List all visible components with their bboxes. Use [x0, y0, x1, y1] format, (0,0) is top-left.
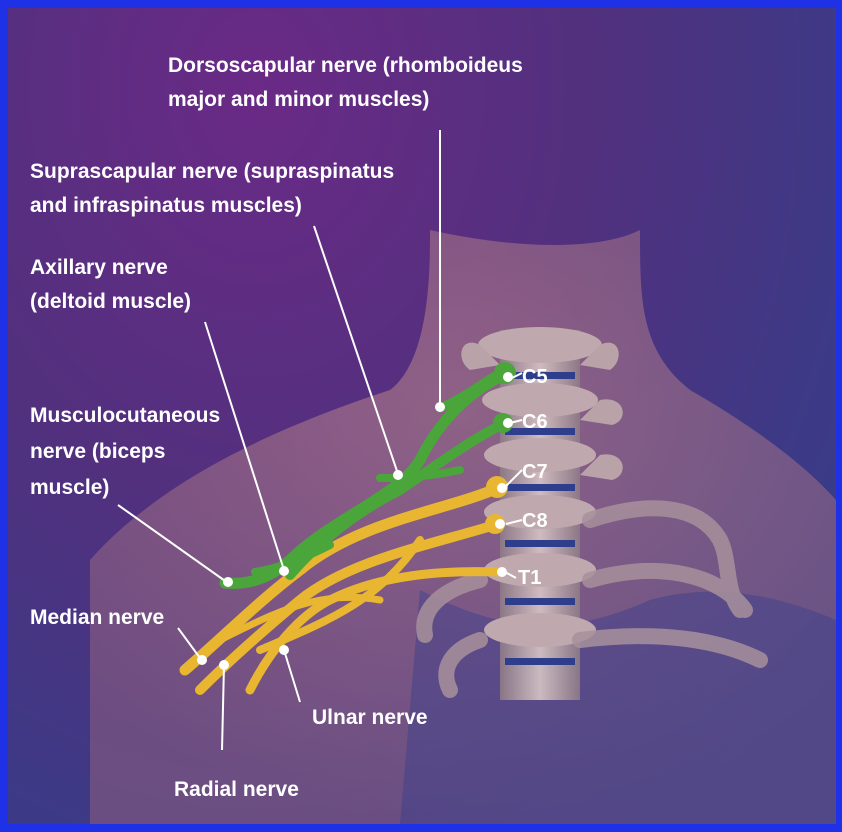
diagram-svg: C5 C6 C7 C8 T1 Dorsoscapular nerve (rhom…: [8, 8, 836, 824]
label-musculocutaneous-line1: Musculocutaneous: [30, 404, 220, 427]
vertebra-label-c5: C5: [522, 366, 548, 388]
vertebra-label-c7: C7: [522, 461, 548, 483]
label-suprascapular-line2: and infraspinatus muscles): [30, 194, 302, 217]
vertebra-label-c6: C6: [522, 411, 548, 433]
label-dorsoscapular-line2: major and minor muscles): [168, 88, 429, 111]
vertebra-label-t1: T1: [518, 567, 541, 589]
label-radial-nerve: Radial nerve: [174, 778, 299, 801]
label-suprascapular-line1: Suprascapular nerve (supraspinatus: [30, 160, 394, 183]
label-dorsoscapular-line1: Dorsoscapular nerve (rhomboideus: [168, 54, 523, 77]
shoulder-shadow: [400, 590, 836, 824]
label-axillary-line2: (deltoid muscle): [30, 290, 191, 313]
label-musculocutaneous-line3: muscle): [30, 476, 109, 499]
label-ulnar-nerve: Ulnar nerve: [312, 706, 428, 729]
label-musculocutaneous-line2: nerve (biceps: [30, 440, 165, 463]
label-median-nerve: Median nerve: [30, 606, 164, 629]
brachial-plexus-illustration: C5 C6 C7 C8 T1 Dorsoscapular nerve (rhom…: [8, 8, 836, 824]
vertebra-label-c8: C8: [522, 510, 548, 532]
label-axillary-line1: Axillary nerve: [30, 256, 168, 279]
